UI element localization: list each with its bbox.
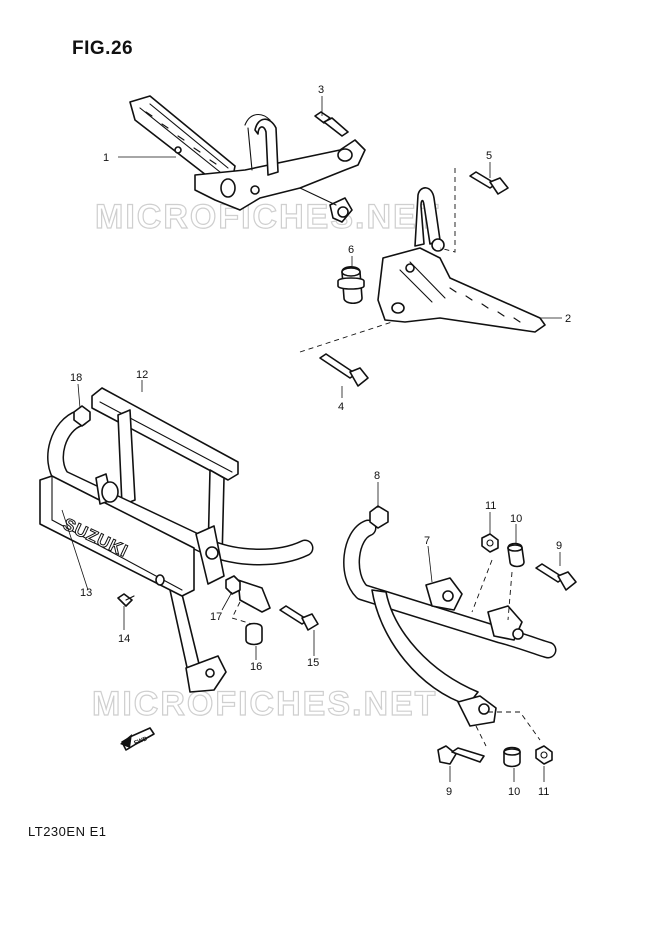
model-code: LT230EN E1	[28, 824, 107, 839]
bolt-14	[117, 593, 135, 607]
fwd-arrow-icon: FWD	[120, 727, 155, 751]
bolt-5	[469, 171, 509, 195]
callout-17: 17	[210, 611, 222, 623]
callout-4: 4	[338, 401, 344, 413]
callout-9-lower: 9	[446, 786, 452, 798]
collar-6	[337, 265, 365, 305]
bolt-9-upper	[535, 563, 577, 591]
callout-1: 1	[103, 152, 109, 164]
front-guard-right	[343, 505, 557, 727]
callout-11-lower: 11	[538, 786, 549, 798]
assembly-line-upper-right	[471, 559, 513, 621]
footrest-left	[129, 95, 366, 223]
callout-8: 8	[374, 470, 380, 482]
assembly-line-5	[439, 168, 456, 253]
callout-14: 14	[118, 633, 130, 645]
callout-9-upper: 9	[556, 540, 562, 552]
nut-11-lower	[535, 745, 553, 765]
collar-10-upper	[507, 542, 525, 568]
callouts: 1 2 3 4 5 6 7 8 9 9 10 10 11 11 12 13 14…	[70, 84, 571, 798]
watermark-top: MICROFICHES.NET	[95, 198, 440, 236]
assembly-line-lower-right	[475, 711, 541, 747]
front-guard-left	[39, 387, 314, 693]
assembly-line-4	[299, 321, 393, 353]
callout-10-lower: 10	[508, 786, 520, 798]
callout-18: 18	[70, 372, 82, 384]
callout-11-upper: 11	[485, 500, 496, 512]
callout-15: 15	[307, 657, 319, 669]
callout-5: 5	[486, 150, 492, 162]
callout-2: 2	[565, 313, 571, 325]
callout-10-upper: 10	[510, 513, 522, 525]
callout-16: 16	[250, 661, 262, 673]
nut-11-upper	[481, 533, 499, 553]
bolt-3	[314, 111, 349, 137]
assembly-line-16	[231, 601, 253, 625]
watermark-bottom: MICROFICHES.NET	[92, 685, 437, 723]
collar-10-lower	[503, 746, 521, 768]
callout-13: 13	[80, 587, 92, 599]
bolt-9-lower	[437, 745, 485, 765]
bolt-15	[279, 605, 319, 631]
figure-title: FIG.26	[72, 38, 134, 59]
footrest-right	[377, 187, 546, 333]
leader-lines	[61, 96, 562, 782]
callout-3: 3	[318, 84, 324, 96]
callout-6: 6	[348, 244, 354, 256]
callout-12: 12	[136, 369, 148, 381]
bolt-4	[319, 353, 369, 387]
fwd-label: FWD	[134, 736, 150, 747]
callout-7: 7	[424, 535, 430, 547]
